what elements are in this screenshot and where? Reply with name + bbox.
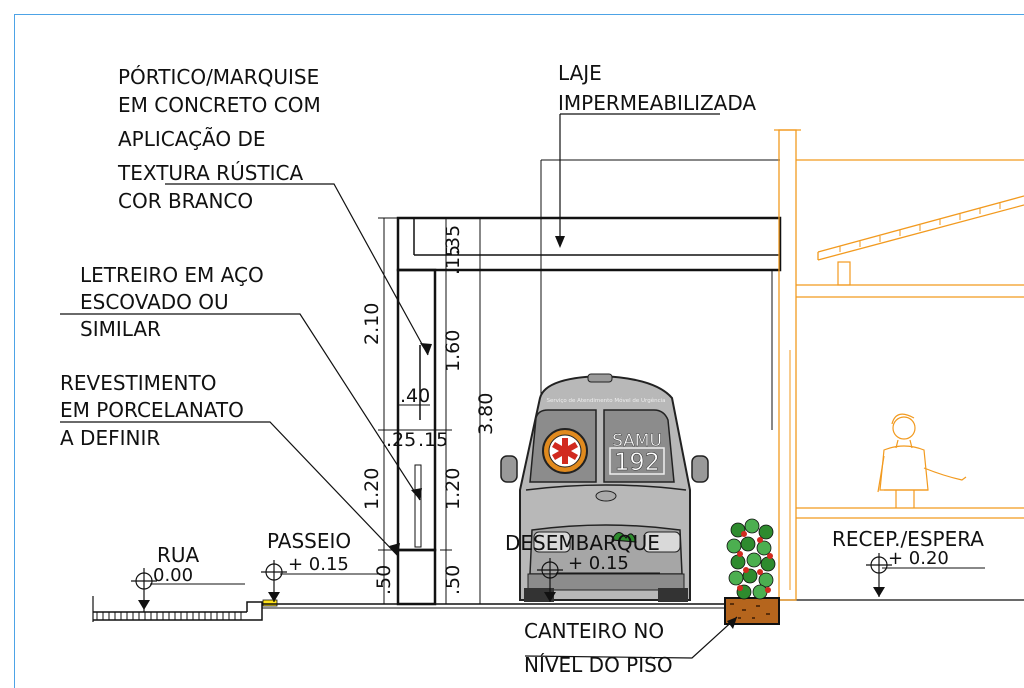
dim-beam-2: .15	[442, 245, 464, 275]
level-desembarque-value: + 0.15	[568, 553, 629, 574]
note-letreiro: LETREIRO EM AÇO ESCOVADO OU SIMILAR	[80, 263, 264, 341]
level-passeio-value: + 0.15	[288, 554, 349, 575]
samu-label: SAMU	[612, 431, 662, 451]
revestimento-line-3: A DEFINIR	[60, 426, 160, 450]
level-recepcao-value: + 0.20	[888, 548, 949, 569]
note-portico: PÓRTICO/MARQUISE EM CONCRETO COM APLICAÇ…	[117, 65, 321, 213]
portico-line-4: TEXTURA RÚSTICA	[117, 161, 303, 185]
dim-sub-1: .25	[386, 429, 416, 451]
samu-number: 192	[614, 448, 660, 476]
note-laje: LAJE IMPERMEABILIZADA	[558, 61, 756, 115]
level-desembarque-name: DESEMBARQUE	[505, 531, 660, 555]
canteiro-line-2: NÍVEL DO PISO	[524, 653, 673, 677]
dimension-texts: 2.10 1.20 .50 .35 .15 1.60 1.20 .50 3.80…	[361, 225, 497, 595]
ambulance-header: Serviço de Atendimento Móvel de Urgência	[546, 397, 665, 404]
leader-arrowheads	[389, 236, 737, 629]
drawing-frame	[14, 14, 1024, 688]
level-rua-value: 0.00	[153, 565, 193, 586]
dim-left-top: 2.10	[361, 303, 383, 345]
level-marker-recepcao: RECEP./ESPERA + 0.20	[832, 527, 985, 597]
leader-lines	[60, 113, 738, 659]
dim-inner-bottom: 1.20	[442, 468, 464, 510]
note-revestimento: REVESTIMENTO EM PORCELANATO A DEFINIR	[60, 371, 244, 450]
ambulance: Serviço de Atendimento Móvel de Urgência…	[500, 373, 709, 602]
level-passeio-name: PASSEIO	[267, 529, 351, 553]
portico-structure	[396, 159, 782, 606]
dim-inner-top: 1.60	[442, 330, 464, 372]
dim-total: 3.80	[475, 393, 497, 435]
level-marker-rua: RUA 0.00	[131, 543, 245, 612]
canteiro-line-1: CANTEIRO NO	[524, 619, 664, 643]
planter	[724, 518, 780, 625]
dim-inner-base: .50	[442, 565, 464, 595]
letreiro-line-1: LETREIRO EM AÇO	[80, 263, 264, 287]
level-marker-passeio: PASSEIO + 0.15	[261, 529, 380, 602]
dim-left-base: .50	[373, 565, 395, 595]
dim-left-bottom: 1.20	[361, 468, 383, 510]
revestimento-line-1: REVESTIMENTO	[60, 371, 216, 395]
level-marker-desembarque: DESEMBARQUE + 0.15	[505, 531, 660, 602]
level-rua-name: RUA	[157, 543, 200, 567]
revestimento-line-2: EM PORCELANATO	[60, 398, 244, 422]
portico-line-3: APLICAÇÃO DE	[118, 127, 266, 151]
dim-beam: .35	[442, 225, 464, 255]
portico-line-5: COR BRANCO	[118, 189, 253, 213]
portico-line-2: EM CONCRETO COM	[118, 93, 321, 117]
letreiro-line-3: SIMILAR	[80, 317, 161, 341]
building-section	[774, 129, 1024, 601]
dim-letreiro: .40	[400, 385, 430, 407]
portico-line-1: PÓRTICO/MARQUISE	[118, 65, 319, 89]
laje-line-2: IMPERMEABILIZADA	[558, 91, 756, 115]
letreiro-line-2: ESCOVADO OU	[80, 290, 229, 314]
level-recepcao-name: RECEP./ESPERA	[832, 527, 984, 551]
note-canteiro: CANTEIRO NO NÍVEL DO PISO	[524, 619, 673, 677]
dim-sub-2: .15	[418, 429, 448, 451]
laje-line-1: LAJE	[558, 61, 602, 85]
person-figure	[877, 413, 967, 508]
